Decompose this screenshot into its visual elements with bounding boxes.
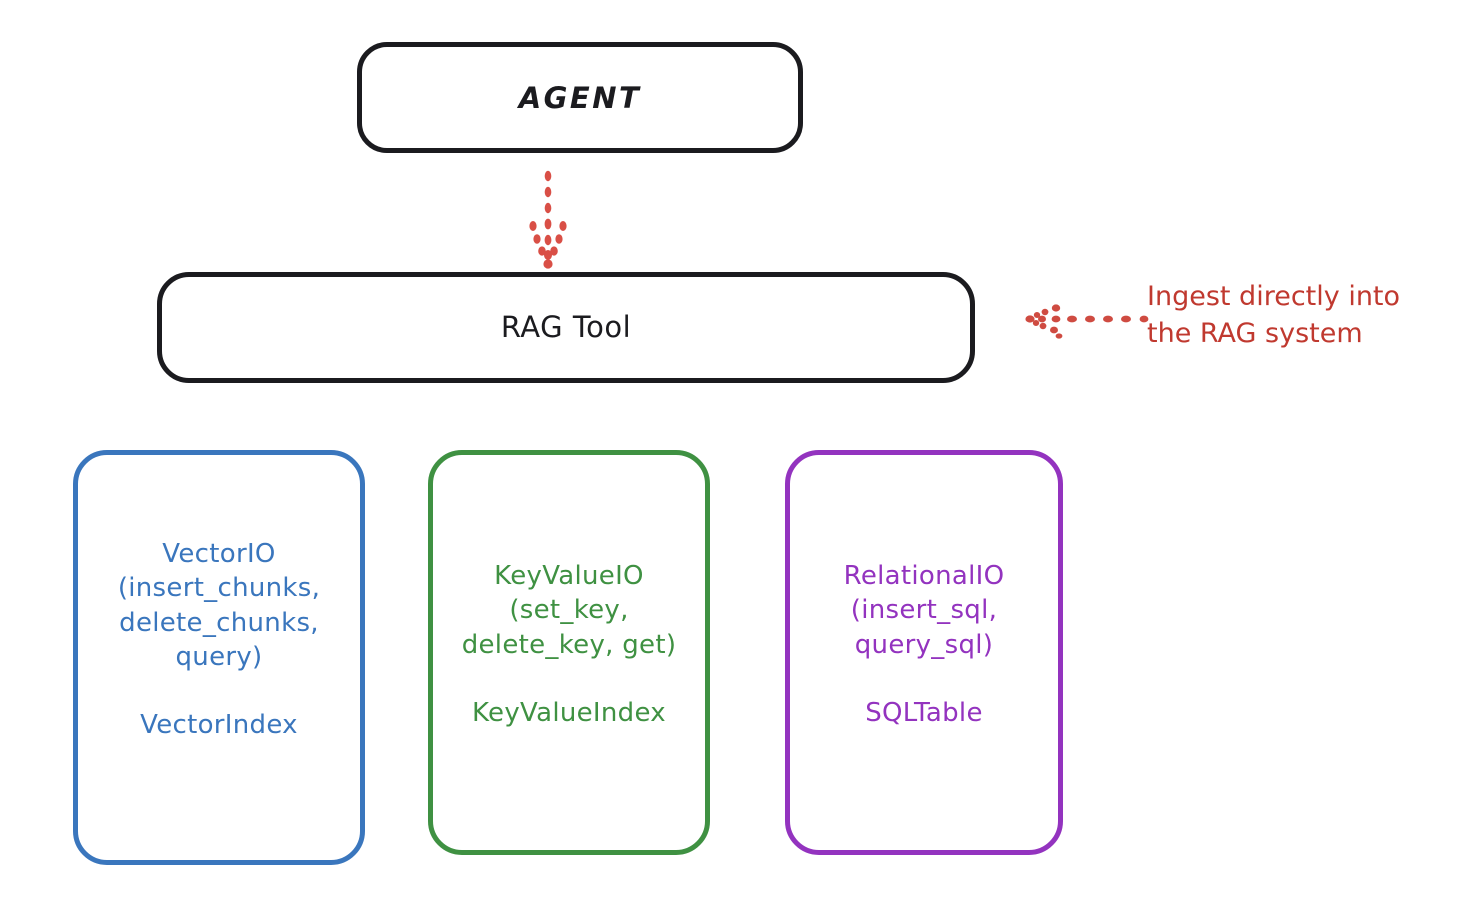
connector-agent-to-rag-tool bbox=[529, 170, 567, 269]
dotted-arrow-left-icon bbox=[1025, 304, 1149, 339]
node-key-value-io[interactable]: KeyValueIO (set_key, delete_key, get) Ke… bbox=[428, 450, 710, 855]
node-key-value-io-label: KeyValueIO (set_key, delete_key, get) bbox=[461, 561, 677, 660]
node-vector-io-index-label: VectorIndex bbox=[140, 710, 298, 741]
node-key-value-io-index-label: KeyValueIndex bbox=[471, 697, 666, 728]
dotted-arrow-down-icon bbox=[529, 170, 567, 269]
node-agent[interactable]: AGENT bbox=[357, 42, 803, 153]
connector-ingest-to-rag-tool bbox=[1025, 304, 1149, 339]
node-relational-io[interactable]: RelationalIO (insert_sql, query_sql) SQL… bbox=[785, 450, 1063, 855]
node-agent-label: AGENT bbox=[518, 81, 642, 116]
annotation-ingest-directly: Ingest directly into the RAG system bbox=[1147, 281, 1401, 350]
node-vector-io[interactable]: VectorIO (insert_chunks, delete_chunks, … bbox=[73, 450, 365, 865]
node-vector-io-label: VectorIO (insert_chunks, delete_chunks, … bbox=[117, 539, 321, 672]
node-relational-io-label: RelationalIO (insert_sql, query_sql) bbox=[843, 561, 1005, 660]
node-rag-tool-label: RAG Tool bbox=[500, 310, 632, 345]
node-relational-io-table-label: SQLTable bbox=[865, 697, 983, 728]
node-rag-tool[interactable]: RAG Tool bbox=[157, 272, 975, 383]
